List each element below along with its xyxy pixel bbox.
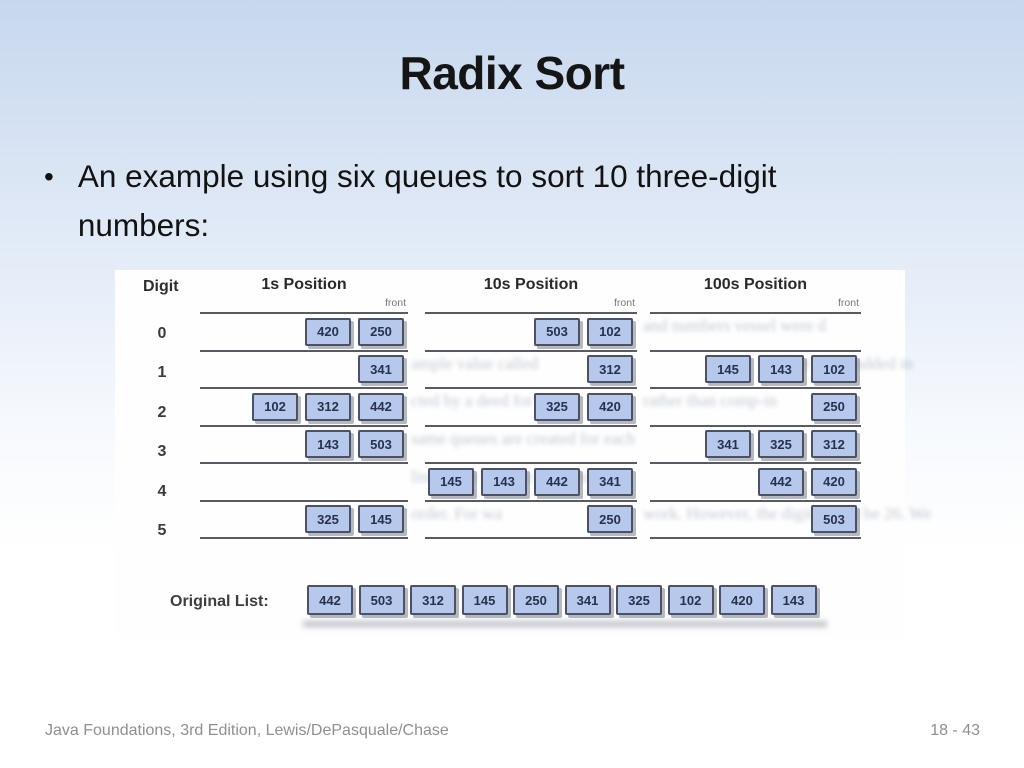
queue-value-box: 420 — [587, 392, 633, 421]
digit-label: 1 — [157, 364, 167, 382]
queue-value-box: 503 — [534, 317, 580, 346]
queue-value-box: 325 — [534, 392, 580, 421]
queue-value-box: 102 — [252, 392, 298, 421]
queue-value-box: 145 — [358, 505, 404, 534]
original-list-value-box: 341 — [564, 585, 611, 615]
queue-row — [425, 427, 637, 464]
original-list-value-box: 102 — [667, 585, 714, 615]
queue-value-box: 145 — [428, 467, 474, 496]
queue-row: 312 — [425, 352, 637, 389]
original-list-value-box: 442 — [307, 585, 353, 615]
original-list-value-box: 325 — [616, 585, 662, 615]
bullet-marker: • — [44, 161, 54, 192]
queue-value-box: 325 — [305, 505, 351, 534]
queue-value-box: 442 — [758, 467, 804, 496]
digit-label: 2 — [157, 403, 167, 421]
digit-label: 3 — [157, 443, 167, 461]
original-list-value-box: 143 — [770, 585, 817, 615]
queue-column-title: 100s Position — [703, 276, 808, 293]
front-label: front — [837, 297, 859, 309]
queue-value-box: 325 — [758, 430, 804, 459]
queue-value-box: 102 — [811, 355, 857, 384]
queue-value-box: 341 — [587, 467, 633, 496]
queue-value-box: 250 — [587, 505, 633, 534]
queue-column-title: 10s Position — [483, 276, 579, 293]
queue-value-box: 503 — [811, 505, 857, 534]
queue-value-box: 250 — [811, 392, 857, 421]
queue-value-box: 143 — [758, 355, 804, 384]
original-list-value-box: 503 — [358, 585, 405, 615]
queue-value-box: 341 — [705, 430, 751, 459]
queue-value-box: 341 — [358, 355, 404, 384]
queue-row: 503 — [650, 502, 861, 539]
original-list-value-box: 250 — [513, 585, 559, 615]
queue-row: 250 — [425, 502, 637, 539]
queue-value-box: 102 — [587, 317, 633, 346]
digit-column-header: Digit — [143, 278, 179, 295]
queue-value-box: 503 — [358, 430, 404, 459]
front-label: front — [384, 297, 406, 309]
queue-row: 341 — [200, 352, 408, 389]
digit-label: 5 — [157, 522, 167, 540]
queue-value-box: 312 — [811, 430, 857, 459]
original-list-value-box: 145 — [461, 585, 508, 615]
front-label: front — [613, 297, 635, 309]
page-number: 18 - 43 — [930, 722, 980, 739]
queue-value-box: 420 — [811, 467, 857, 496]
queue-value-box: 312 — [305, 392, 351, 421]
queue-value-box: 420 — [305, 317, 351, 346]
original-list-value-box: 312 — [410, 585, 456, 615]
footer-citation: Java Foundations, 3rd Edition, Lewis/DeP… — [45, 722, 449, 739]
slide-footer: Java Foundations, 3rd Edition, Lewis/DeP… — [45, 722, 980, 740]
slide-title: Radix Sort — [399, 47, 625, 99]
queue-value-box: 250 — [358, 317, 404, 346]
bullet-text: An example using six queues to sort 10 t… — [77, 158, 777, 243]
digit-labels: 0 1 2 3 4 5 — [145, 314, 179, 551]
scan-shadow-smudge — [303, 621, 827, 627]
original-list-value-box: 420 — [719, 585, 765, 615]
queue-row: 250 — [650, 389, 861, 427]
original-list-label: Original List: — [170, 593, 269, 610]
queue-value-box: 442 — [358, 392, 404, 421]
queue-value-box: 143 — [481, 467, 527, 496]
bullet-item: • An example using six queues to sort 10… — [44, 152, 924, 250]
queue-value-box: 312 — [587, 355, 633, 384]
queue-value-box: 442 — [534, 467, 580, 496]
digit-label: 0 — [157, 324, 167, 342]
digit-label: 4 — [157, 482, 167, 500]
queue-row — [650, 314, 861, 352]
queue-value-box: 145 — [705, 355, 751, 384]
queue-value-box: 143 — [305, 430, 351, 459]
queue-column-title: 1s Position — [261, 276, 347, 293]
queue-row — [200, 464, 408, 502]
